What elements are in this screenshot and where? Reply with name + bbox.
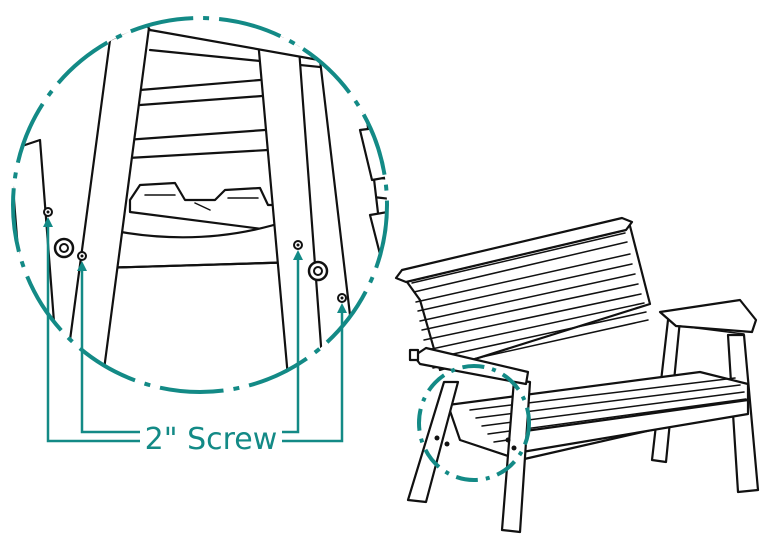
zoom-detail — [13, 18, 387, 392]
arrow-up-icon — [282, 303, 347, 443]
arrow-up-icon — [77, 261, 140, 434]
screw-callout-label: 2" Screw — [145, 422, 278, 457]
zoom-bolts — [53, 237, 329, 282]
bench-arm-bolt — [408, 348, 420, 362]
arrow-up-icon — [43, 217, 140, 443]
zoom-screws — [43, 207, 347, 303]
detail-circle-large — [11, 16, 389, 394]
screw-icon — [434, 435, 440, 441]
bench-left-rear-leg — [406, 380, 460, 504]
bench-left-front-leg — [500, 378, 532, 534]
bench-right-arm — [658, 298, 758, 334]
screw-icon — [511, 445, 517, 451]
screw-callout: 2" Screw — [43, 217, 347, 458]
bench-top-rail — [394, 216, 634, 284]
screw-icon — [444, 441, 450, 447]
bench-illustration — [394, 216, 760, 534]
screw-icon — [505, 437, 511, 443]
detail-circle-small — [417, 364, 531, 482]
arrow-up-icon — [282, 250, 303, 434]
bolt-icon — [307, 260, 329, 282]
bolt-icon — [53, 237, 75, 259]
